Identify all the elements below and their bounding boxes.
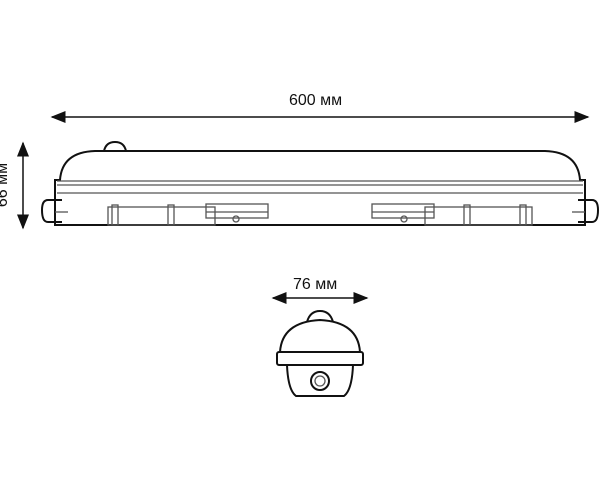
length-label: 600 мм xyxy=(289,92,343,109)
height-label: 66 мм xyxy=(0,162,12,208)
side-view xyxy=(40,140,600,226)
end-view xyxy=(276,309,364,397)
width-label: 76 мм xyxy=(293,276,338,293)
